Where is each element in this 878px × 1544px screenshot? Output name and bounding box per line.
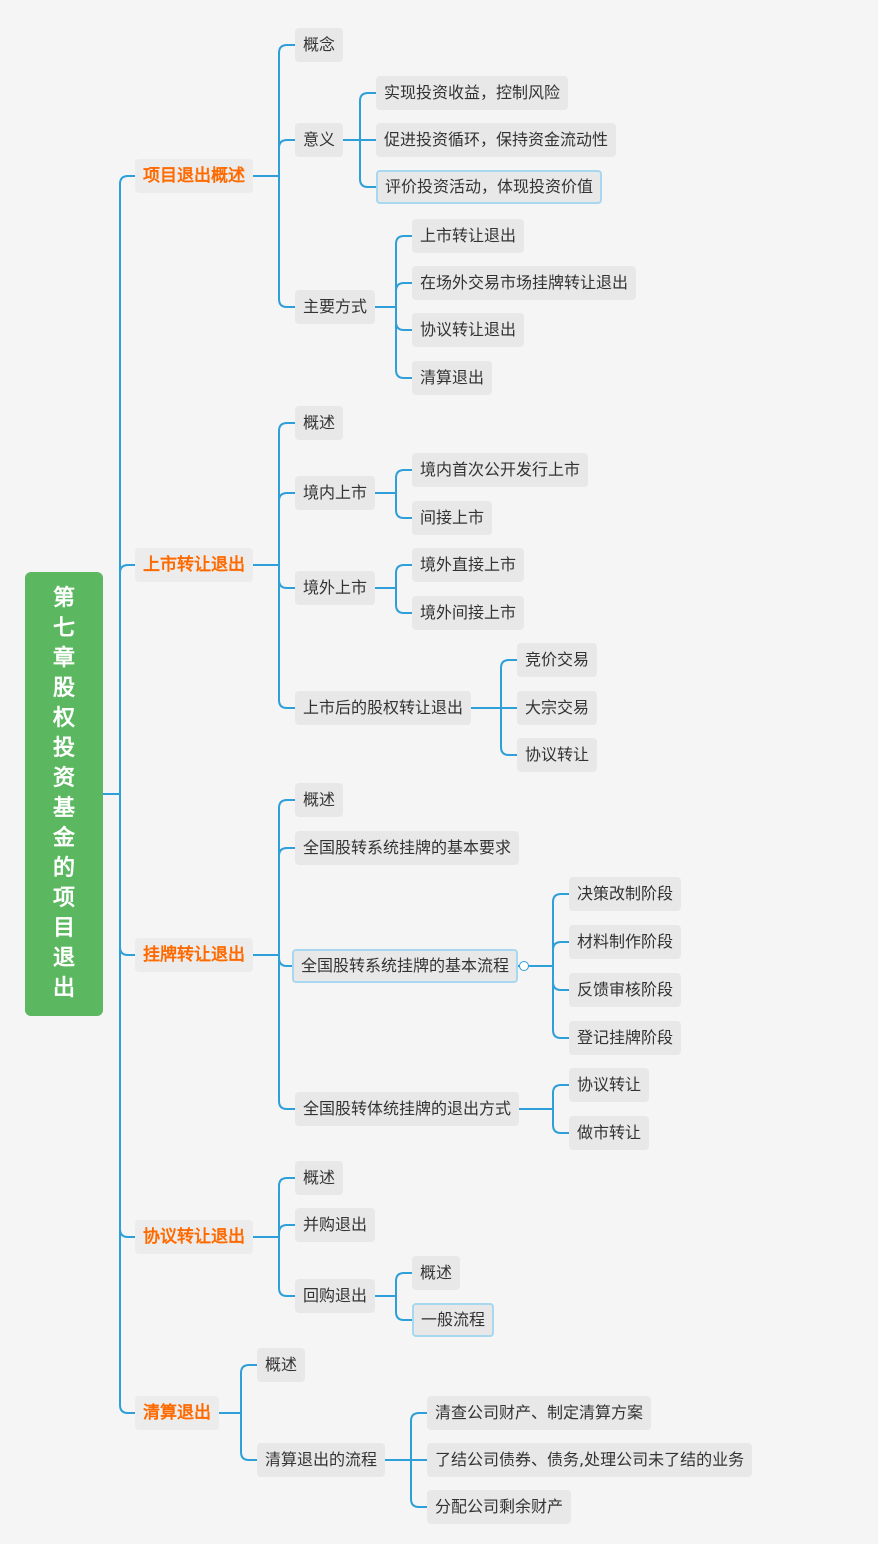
topic-node-5-1[interactable]: 概述 — [257, 1348, 306, 1382]
connector-line — [471, 659, 517, 709]
section-node-5[interactable]: 清算退出 — [135, 1396, 219, 1430]
subtopic-node-2-3-1[interactable]: 境外直接上市 — [412, 548, 525, 582]
root-node[interactable]: 第七章股权投资基金的项目退出 — [25, 572, 103, 1016]
subtopic-node-2-2-2[interactable]: 间接上市 — [412, 501, 493, 535]
section-node-1[interactable]: 项目退出概述 — [135, 159, 253, 193]
topic-node-4-1[interactable]: 概述 — [295, 1161, 344, 1195]
root-label: 第七章股权投资基金的项目退出 — [52, 586, 75, 1001]
connector-line — [519, 1108, 569, 1134]
subtopic-node-2-3-2[interactable]: 境外间接上市 — [412, 596, 525, 630]
topic-node-2-3[interactable]: 境外上市 — [295, 571, 376, 605]
connector-line — [375, 282, 412, 308]
connector-line — [219, 1412, 257, 1461]
connector-line — [385, 1459, 427, 1508]
connector-line — [253, 1224, 295, 1238]
connector-line — [375, 587, 412, 614]
subtopic-node-4-3-1[interactable]: 概述 — [412, 1256, 461, 1290]
subtopic-node-2-4-2[interactable]: 大宗交易 — [517, 691, 598, 725]
topic-node-3-3[interactable]: 全国股转系统挂牌的基本流程 — [292, 949, 519, 983]
subtopic-node-1-3-3[interactable]: 协议转让退出 — [412, 313, 525, 347]
connector-line — [253, 799, 295, 956]
topic-node-4-3[interactable]: 回购退出 — [295, 1279, 376, 1313]
connector-line — [518, 941, 569, 967]
subtopic-node-2-4-3[interactable]: 协议转让 — [517, 738, 598, 772]
subtopic-node-3-3-2[interactable]: 材料制作阶段 — [569, 925, 682, 959]
connector-line — [103, 793, 135, 1414]
connector-line — [253, 422, 295, 566]
connector-line — [253, 492, 295, 566]
collapse-toggle-icon[interactable] — [519, 961, 529, 971]
topic-node-3-2[interactable]: 全国股转系统挂牌的基本要求 — [295, 831, 520, 865]
subtopic-node-5-2-1[interactable]: 清查公司财产、制定清算方案 — [427, 1396, 652, 1430]
connector-line — [253, 139, 295, 177]
topic-node-2-4[interactable]: 上市后的股权转让退出 — [295, 691, 472, 725]
connector-line — [375, 1272, 412, 1297]
topic-node-2-2[interactable]: 境内上市 — [295, 476, 376, 510]
subtopic-node-3-3-4[interactable]: 登记挂牌阶段 — [569, 1021, 682, 1055]
connector-line — [253, 847, 295, 956]
connector-line — [253, 44, 295, 177]
connector-line — [103, 564, 135, 795]
connector-line — [253, 954, 295, 1110]
connector-line — [253, 1236, 295, 1297]
connector-line — [253, 1177, 295, 1238]
subtopic-node-1-3-1[interactable]: 上市转让退出 — [412, 219, 525, 253]
subtopic-node-4-3-2[interactable]: 一般流程 — [412, 1303, 495, 1337]
connector-line — [385, 1412, 427, 1461]
connector-line — [375, 1295, 412, 1321]
connector-line — [253, 954, 292, 967]
connector-line — [375, 564, 412, 589]
connector-line — [103, 175, 135, 795]
subtopic-node-1-2-1[interactable]: 实现投资收益，控制风险 — [376, 76, 569, 110]
subtopic-node-1-2-3[interactable]: 评价投资活动，体现投资价值 — [376, 170, 603, 204]
connector-line — [375, 306, 412, 331]
connector-line — [518, 893, 569, 967]
topic-node-3-4[interactable]: 全国股转体统挂牌的退出方式 — [295, 1092, 520, 1126]
section-node-2[interactable]: 上市转让退出 — [135, 548, 253, 582]
connector-line — [518, 965, 569, 1039]
subtopic-node-3-3-3[interactable]: 反馈审核阶段 — [569, 973, 682, 1007]
connector-line — [253, 175, 295, 308]
subtopic-node-5-2-2[interactable]: 了结公司债券、债务,处理公司未了结的业务 — [427, 1443, 753, 1477]
connector-line — [375, 469, 412, 494]
connector-line — [375, 235, 412, 308]
section-node-4[interactable]: 协议转让退出 — [135, 1220, 253, 1254]
subtopic-node-1-2-2[interactable]: 促进投资循环，保持资金流动性 — [376, 123, 617, 157]
connector-line — [519, 1084, 569, 1110]
subtopic-node-1-3-2[interactable]: 在场外交易市场挂牌转让退出 — [412, 266, 637, 300]
connector-line — [343, 92, 376, 141]
connector-line — [343, 139, 376, 188]
topic-node-2-1[interactable]: 概述 — [295, 406, 344, 440]
connector-line — [219, 1364, 257, 1414]
subtopic-node-1-3-4[interactable]: 清算退出 — [412, 361, 493, 395]
connector-line — [375, 492, 412, 519]
subtopic-node-2-2-1[interactable]: 境内首次公开发行上市 — [412, 453, 589, 487]
topic-node-1-3[interactable]: 主要方式 — [295, 290, 376, 324]
subtopic-node-3-3-1[interactable]: 决策改制阶段 — [569, 877, 682, 911]
connector-line — [253, 564, 295, 589]
connector-line — [375, 306, 412, 379]
subtopic-node-3-4-1[interactable]: 协议转让 — [569, 1068, 650, 1102]
connector-line — [471, 707, 517, 756]
subtopic-node-3-4-2[interactable]: 做市转让 — [569, 1116, 650, 1150]
section-node-3[interactable]: 挂牌转让退出 — [135, 938, 253, 972]
topic-node-1-2[interactable]: 意义 — [295, 123, 344, 157]
subtopic-node-5-2-3[interactable]: 分配公司剩余财产 — [427, 1490, 572, 1524]
subtopic-node-2-4-1[interactable]: 竞价交易 — [517, 643, 598, 677]
topic-node-4-2[interactable]: 并购退出 — [295, 1208, 376, 1242]
topic-node-1-1[interactable]: 概念 — [295, 28, 344, 62]
connector-line — [253, 564, 295, 709]
topic-node-5-2[interactable]: 清算退出的流程 — [257, 1443, 386, 1477]
topic-node-3-1[interactable]: 概述 — [295, 783, 344, 817]
